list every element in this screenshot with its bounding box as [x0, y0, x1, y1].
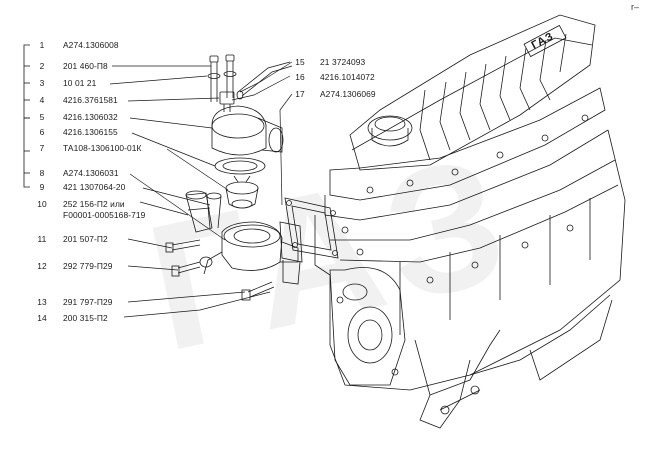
washers — [207, 71, 237, 79]
callout-number: 17 — [295, 89, 305, 99]
callout-number: 1 — [39, 40, 45, 50]
callout-number: 12 — [37, 261, 47, 271]
corner-mark: r– — [630, 2, 639, 12]
callout-code: 4216.3761581 — [63, 95, 118, 105]
bypass-tube — [236, 61, 293, 100]
callout-code: 252 156-П2 или — [63, 199, 125, 209]
callout-number: 11 — [37, 234, 47, 244]
callout-number: 14 — [37, 313, 47, 323]
callout-number: 4 — [39, 95, 45, 105]
temp-sensor — [219, 91, 235, 112]
callout-number: 8 — [39, 168, 45, 178]
small-cylinder — [206, 192, 222, 229]
callout-code: 292 779-П29 — [63, 261, 113, 271]
callout-number: 15 — [295, 57, 305, 67]
housing-cover — [211, 105, 284, 156]
callout-number: 7 — [39, 143, 45, 153]
callout-number: 16 — [295, 72, 305, 82]
upper-gasket — [214, 157, 266, 175]
callout-code: А274.1306008 — [63, 40, 119, 50]
callout-number: 10 — [37, 199, 47, 209]
callout-number: 13 — [37, 297, 47, 307]
lower-bolts — [165, 239, 275, 301]
callout-code: А274.1306069 — [320, 89, 376, 99]
stud-bolts — [209, 54, 235, 102]
callout-code: 4216.1014072 — [320, 72, 375, 82]
thermostat — [225, 175, 259, 209]
lower-gasket — [284, 197, 339, 259]
callout-number: 2 — [39, 61, 45, 71]
callout-code: 21 3724093 — [320, 57, 366, 67]
callout-code: А274.1306031 — [63, 168, 119, 178]
callout-code: 4216.1306155 — [63, 127, 118, 137]
callout-code: 201 507-П2 — [63, 234, 108, 244]
callout-code: 4216.1306032 — [63, 112, 118, 122]
callout-number: 5 — [39, 112, 45, 122]
elbow-fitting — [185, 190, 213, 233]
callout-number: 3 — [39, 78, 45, 88]
mounting-plate — [279, 221, 303, 285]
thermostat-housing — [199, 221, 299, 275]
callout-code: 200 315-П2 — [63, 313, 108, 323]
callout-code: 201 460-П8 — [63, 61, 108, 71]
callout-number: 6 — [39, 127, 45, 137]
callout-code: ТА108-1306100-01К — [63, 143, 142, 153]
callout-number: 9 — [39, 182, 45, 192]
callout-code: 421 1307064-20 — [63, 182, 126, 192]
leader-lines — [109, 61, 293, 318]
callout-code: 291 797-П29 — [63, 297, 113, 307]
callout-code-alt: F00001-0005168-719 — [63, 210, 146, 220]
engine-block — [314, 14, 626, 429]
callout-bracket — [23, 44, 30, 188]
callout-code: 10 01 21 — [63, 78, 97, 88]
